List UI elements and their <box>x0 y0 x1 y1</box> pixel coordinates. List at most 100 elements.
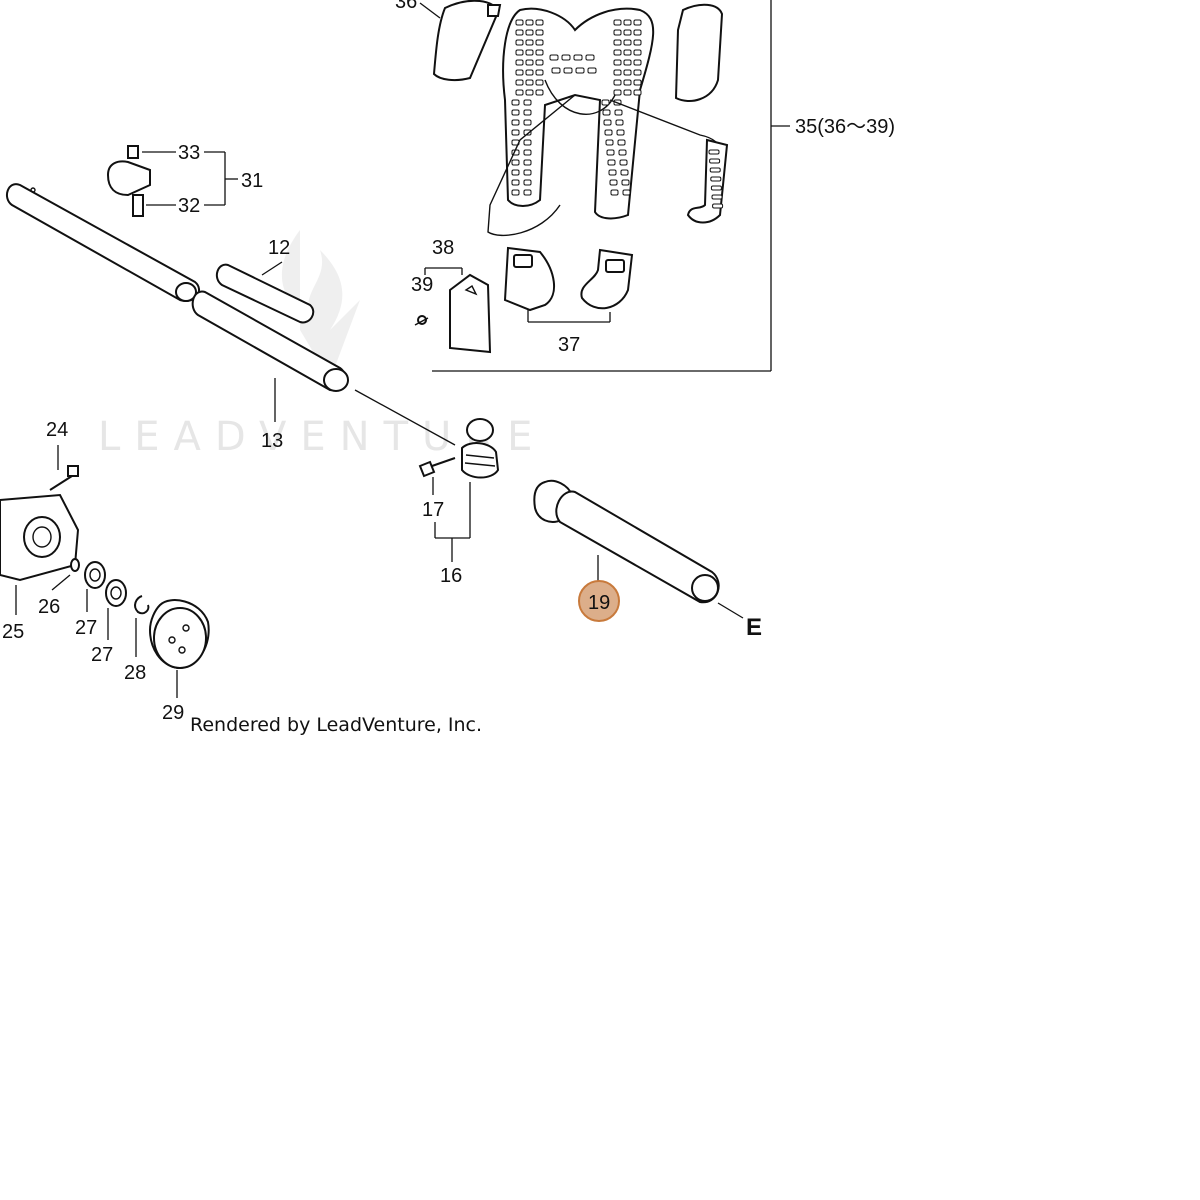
watermark-flame-icon <box>281 230 360 380</box>
part-16-handle-clamp <box>461 418 500 479</box>
part-17-bolt <box>418 457 471 562</box>
harness-ventilation-grid <box>511 19 642 196</box>
harness-slot <box>525 19 534 26</box>
harness-slot <box>623 59 632 66</box>
strap-slots <box>708 149 724 209</box>
harness-slot <box>523 129 532 136</box>
harness-slot <box>523 179 532 186</box>
label-25: 25 <box>2 621 24 643</box>
label-19: 19 <box>588 592 610 614</box>
part-27-bearing-a <box>84 561 106 612</box>
harness-slot <box>535 89 544 96</box>
harness-slot <box>601 99 610 106</box>
part-26-ring <box>51 558 80 591</box>
harness-slot <box>515 59 524 66</box>
harness-slot <box>711 194 723 200</box>
harness-slot <box>633 39 642 46</box>
harness-slot <box>523 159 532 166</box>
harness-slot <box>535 49 544 56</box>
part-39-screw <box>414 315 429 326</box>
part-29-clutch-drum <box>148 599 210 698</box>
harness-slot <box>621 179 630 186</box>
harness-slot <box>525 79 534 86</box>
part-19-tube <box>533 479 744 619</box>
harness-slot <box>523 139 532 146</box>
harness-slot <box>575 67 585 74</box>
label-29: 29 <box>162 702 184 724</box>
label-13: 13 <box>261 430 283 452</box>
bracket-38-39 <box>424 267 463 275</box>
label-38: 38 <box>432 237 454 259</box>
part-35-harness <box>487 7 729 237</box>
harness-slot <box>515 39 524 46</box>
label-35: 35(36～39) <box>795 116 895 138</box>
harness-slot <box>633 89 642 96</box>
harness-slot <box>608 169 617 176</box>
label-17: 17 <box>422 499 444 521</box>
harness-slot <box>515 49 524 56</box>
harness-slot <box>618 149 627 156</box>
harness-slot <box>617 139 626 146</box>
shaft-tube-upper <box>5 183 200 302</box>
harness-slot <box>610 189 619 196</box>
harness-slot <box>613 19 622 26</box>
render-credit: Rendered by LeadVenture, Inc. <box>190 714 482 736</box>
harness-slot <box>609 179 618 186</box>
label-28: 28 <box>124 662 146 684</box>
label-39: 39 <box>411 274 433 296</box>
part-25-gear-housing <box>0 493 80 615</box>
harness-slot <box>606 149 615 156</box>
harness-slot <box>613 69 622 76</box>
harness-slot <box>525 39 534 46</box>
harness-slot <box>525 29 534 36</box>
watermark: LEADVENTURE <box>98 230 546 460</box>
harness-slot <box>605 139 614 146</box>
harness-slot <box>511 119 520 126</box>
harness-slot <box>535 69 544 76</box>
harness-slot <box>633 29 642 36</box>
part-28-circlip <box>134 595 150 657</box>
harness-slot <box>511 189 520 196</box>
harness-slot <box>710 176 722 182</box>
harness-slot <box>633 79 642 86</box>
harness-slot <box>515 79 524 86</box>
harness-slot <box>511 129 520 136</box>
harness-slot <box>511 109 520 116</box>
harness-slot <box>603 119 612 126</box>
harness-slot <box>613 89 622 96</box>
harness-slot <box>523 99 532 106</box>
harness-slot <box>709 158 721 164</box>
harness-slot <box>535 19 544 26</box>
label-33: 33 <box>178 142 200 164</box>
label-32: 32 <box>178 195 200 217</box>
harness-slot <box>535 79 544 86</box>
harness-slot <box>511 159 520 166</box>
label-26: 26 <box>38 596 60 618</box>
harness-slot <box>613 59 622 66</box>
part-13-tube <box>191 290 456 446</box>
harness-slot <box>587 67 597 74</box>
harness-slot <box>523 109 532 116</box>
harness-group-frame <box>432 0 790 372</box>
harness-slot <box>561 54 571 61</box>
part-19-highlight-badge[interactable] <box>578 580 620 622</box>
harness-slot <box>623 69 632 76</box>
part-27-bearing-b <box>105 579 127 640</box>
part-37-buckles <box>503 246 634 323</box>
harness-slot <box>623 79 632 86</box>
harness-slot <box>623 89 632 96</box>
harness-slot <box>563 67 573 74</box>
part-number-labels: 36 35(36～39) 33 31 32 12 38 39 37 13 24 … <box>2 0 895 724</box>
part-12-grip <box>215 261 315 324</box>
watermark-text: LEADVENTURE <box>98 414 546 460</box>
label-16: 16 <box>440 565 462 587</box>
harness-slot <box>535 29 544 36</box>
harness-slot <box>515 29 524 36</box>
harness-slot <box>515 69 524 76</box>
harness-slot <box>602 109 611 116</box>
harness-slot <box>633 49 642 56</box>
harness-slot <box>623 19 632 26</box>
harness-slot <box>511 99 520 106</box>
harness-slot <box>523 189 532 196</box>
